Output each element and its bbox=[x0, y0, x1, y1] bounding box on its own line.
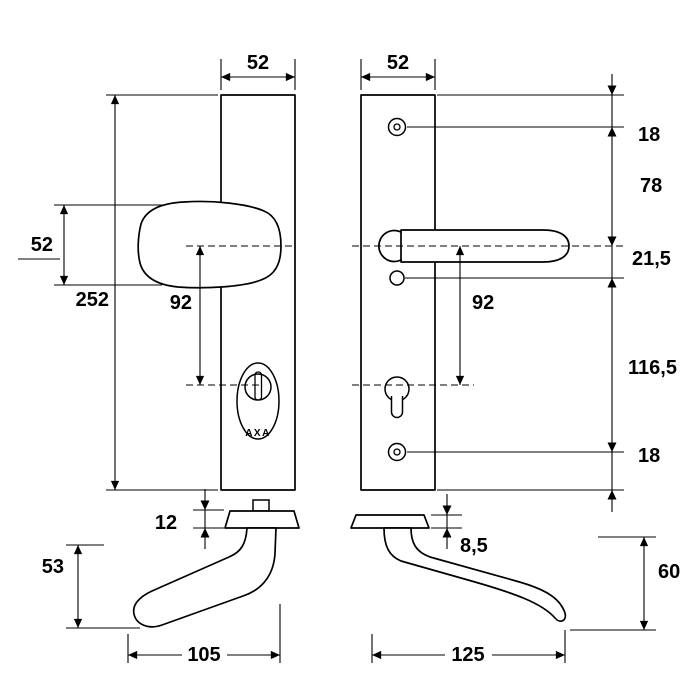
dim-knob-length: 105 bbox=[187, 644, 220, 666]
dim-lever-grip-height: 60 bbox=[658, 561, 680, 583]
dim-plate-width-right: 52 bbox=[387, 52, 409, 74]
dim-plate-width-left: 52 bbox=[247, 52, 269, 74]
front-view-lever-side bbox=[360, 94, 570, 491]
label-mask-125 bbox=[445, 644, 492, 664]
top-screw-center bbox=[393, 123, 401, 131]
lever-plate-section bbox=[350, 514, 430, 529]
lever-thickness-arrows bbox=[442, 505, 452, 538]
dim-plate-height: 252 bbox=[76, 289, 109, 311]
knob-thickness-arrows bbox=[200, 500, 210, 538]
top-screw-hole bbox=[387, 117, 407, 137]
dim-knob-plate-thickness: 12 bbox=[155, 512, 177, 534]
right-backplate bbox=[360, 94, 436, 491]
label-mask-105 bbox=[182, 644, 227, 664]
bottom-screw-center bbox=[393, 448, 401, 456]
dim-lever-plate-thickness: 8,5 bbox=[460, 535, 488, 557]
dim-screw-to-handle: 78 bbox=[640, 175, 662, 197]
dim-knob-grip-height: 53 bbox=[42, 556, 64, 578]
knob-spindle-nub bbox=[252, 499, 270, 512]
dim-handle-to-bottom-screw: 116,5 bbox=[628, 357, 677, 379]
lever-grip-profile bbox=[383, 527, 567, 623]
dim-bottom-screw-to-edge: 18 bbox=[638, 445, 660, 467]
side-view-knob bbox=[132, 499, 300, 628]
front-view-knob-side: AXA bbox=[137, 94, 296, 491]
dim-chain-arrows bbox=[607, 85, 617, 500]
dim-top-edge-to-screw: 18 bbox=[638, 124, 660, 146]
dimension-labels: 52 52 52 252 92 18 78 21,5 92 116,5 18 1… bbox=[31, 52, 681, 666]
knob-grip-profile bbox=[132, 527, 277, 628]
door-knob bbox=[137, 200, 282, 289]
dim-centers-right: 92 bbox=[472, 292, 494, 314]
dim-lever-length: 125 bbox=[451, 644, 484, 666]
key-slot bbox=[254, 371, 263, 401]
dim-handle-offset: 21,5 bbox=[632, 248, 671, 270]
dimension-lines bbox=[59, 72, 649, 660]
brand-text: AXA bbox=[245, 428, 271, 439]
bottom-screw-hole bbox=[387, 442, 407, 462]
side-view-lever bbox=[350, 514, 567, 623]
cylinder-core bbox=[244, 373, 272, 401]
spindle-screw-hole bbox=[389, 270, 405, 286]
dim-centers-left: 92 bbox=[170, 292, 192, 314]
dim-knob-height: 52 bbox=[31, 234, 53, 256]
extension-lines bbox=[18, 59, 656, 663]
euro-cylinder-slot bbox=[390, 396, 404, 419]
knob-plate-section bbox=[224, 510, 300, 529]
